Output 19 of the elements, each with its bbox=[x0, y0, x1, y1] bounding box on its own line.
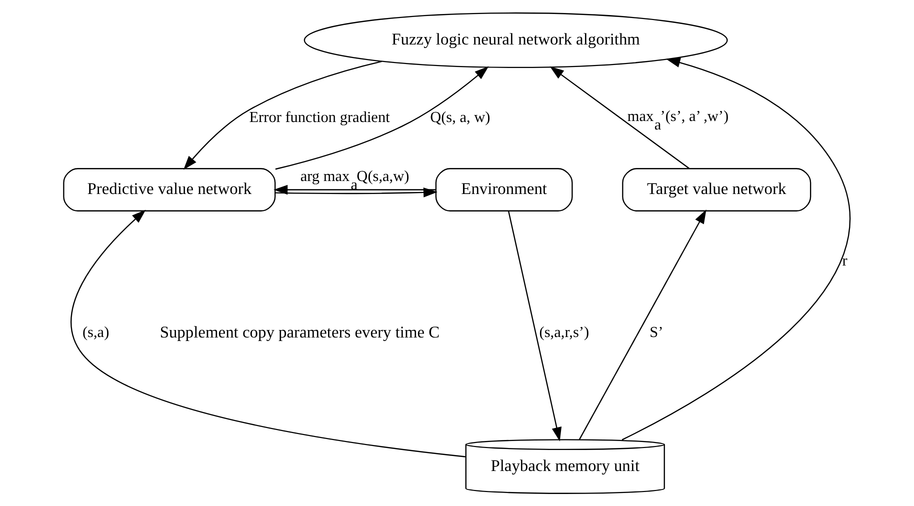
arrow bbox=[275, 66, 489, 170]
edge-label: Error function gradient bbox=[249, 109, 390, 126]
arrow bbox=[578, 210, 706, 440]
arrow bbox=[183, 60, 382, 170]
arrow bbox=[622, 58, 850, 440]
label: Supplement copy parameters every time C bbox=[160, 322, 440, 342]
arrow bbox=[70, 210, 466, 458]
arrow bbox=[508, 210, 562, 442]
arrow bbox=[550, 66, 690, 169]
arrow bbox=[274, 184, 436, 195]
node-box: Predictive value network bbox=[63, 168, 276, 212]
arrow bbox=[276, 187, 438, 198]
edge-label: Q(s, a, w) bbox=[430, 109, 490, 126]
node-box: Target value network bbox=[622, 168, 812, 212]
edge-label: S’ bbox=[650, 324, 664, 342]
edge-label: (s,a) bbox=[82, 324, 110, 342]
edge-label: (s,a,r,s’) bbox=[539, 324, 590, 342]
edge-label: r bbox=[842, 252, 848, 270]
node-box: Environment bbox=[435, 168, 573, 212]
